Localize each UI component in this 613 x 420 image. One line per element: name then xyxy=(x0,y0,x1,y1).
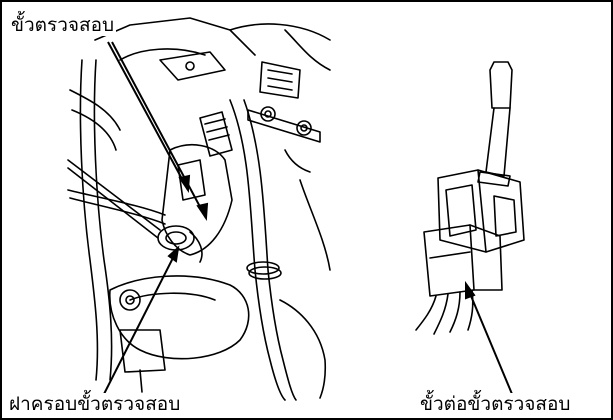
leader-connector xyxy=(465,283,513,395)
label-terminal-connector: ขั้วต่อขั้วตรวจสอบ xyxy=(418,393,573,415)
arrowhead-connector xyxy=(465,280,476,300)
label-test-terminal: ขั้วตรวจสอบ xyxy=(9,14,117,36)
engine-bay-illustration xyxy=(67,17,331,401)
label-terminal-cover: ฝาครอบขั้วตรวจสอบ xyxy=(7,393,183,415)
leader-lines xyxy=(103,41,513,395)
leader-test-terminal-a xyxy=(107,41,189,191)
leader-test-terminal-b xyxy=(111,41,207,219)
arrowhead-test-terminal-b xyxy=(196,202,209,221)
arrowhead-cover xyxy=(167,245,180,263)
leader-cover xyxy=(103,247,179,395)
terminal-connector-illustration xyxy=(415,61,525,335)
